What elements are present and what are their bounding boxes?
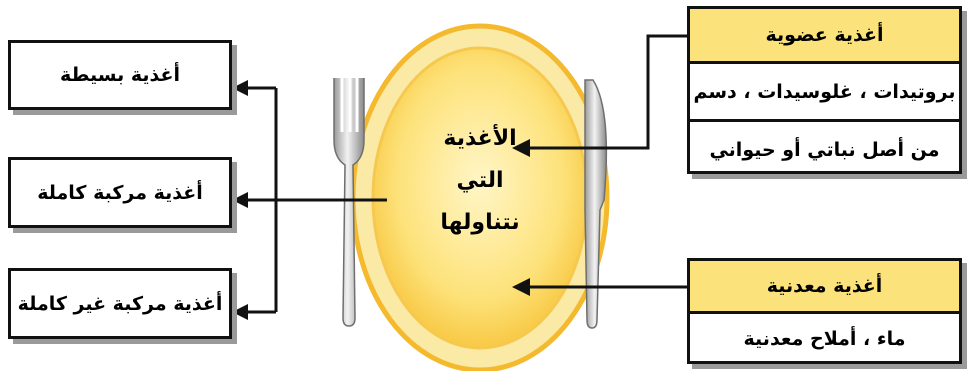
plate-label: الأغذية التي نتناولها (420, 118, 540, 244)
complete-compound-food-label: أغذية مركبة كاملة (11, 160, 229, 225)
incomplete-compound-food-box: أغذية مركبة غير كاملة (8, 268, 232, 339)
plate-label-line-1: الأغذية (420, 118, 540, 160)
mineral-food-title: أغذية معدنية (690, 261, 959, 314)
simple-food-box: أغذية بسيطة (8, 40, 232, 110)
mineral-food-box: أغذية معدنية ماء ، أملاح معدنية (687, 258, 962, 364)
simple-food-label: أغذية بسيطة (11, 43, 229, 107)
plate-label-line-3: نتناولها (420, 202, 540, 244)
mineral-food-components: ماء ، أملاح معدنية (690, 314, 959, 364)
organic-food-origin: من أصل نباتي أو حيواني (690, 122, 959, 177)
knife-icon (585, 80, 606, 328)
organic-food-components: بروتيدات ، غلوسيدات ، دسم (690, 64, 959, 122)
complete-compound-food-box: أغذية مركبة كاملة (8, 157, 232, 228)
plate-label-line-2: التي (420, 160, 540, 202)
organic-food-title: أغذية عضوية (690, 9, 959, 64)
organic-food-box: أغذية عضوية بروتيدات ، غلوسيدات ، دسم من… (687, 6, 962, 174)
incomplete-compound-food-label: أغذية مركبة غير كاملة (11, 271, 229, 336)
